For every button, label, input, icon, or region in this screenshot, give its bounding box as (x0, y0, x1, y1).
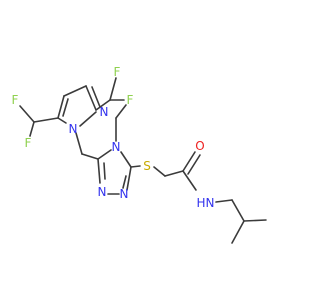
atom-nh-n: N (206, 196, 215, 210)
bond (63, 85, 87, 97)
atom-f4: F (25, 136, 32, 150)
bond (231, 220, 245, 244)
bond (57, 117, 67, 124)
bond (120, 151, 132, 168)
bond (164, 170, 184, 177)
bond (62, 98, 69, 117)
atom-n3: N (112, 140, 121, 154)
bond (95, 99, 111, 111)
bond (33, 117, 59, 123)
bond (97, 158, 101, 184)
atom-n5: N (120, 187, 129, 201)
bond (122, 175, 127, 189)
bond (103, 162, 106, 180)
atom-n2: N (69, 122, 78, 136)
bond (97, 149, 112, 160)
bond (130, 165, 141, 168)
bond (215, 199, 233, 203)
bond (81, 153, 99, 160)
bond (182, 151, 196, 172)
bond (126, 166, 132, 191)
bond (153, 166, 166, 177)
bond (187, 154, 201, 175)
bond (85, 85, 97, 111)
atom-nh-h: H (196, 196, 205, 210)
atom-n4: N (98, 185, 107, 199)
atom-o1: O (195, 139, 204, 153)
bond (29, 121, 35, 137)
bond-layer (19, 77, 267, 244)
bond (231, 199, 245, 222)
atom-f2: F (127, 93, 134, 107)
atom-label-layer: F F F F N N N N N S O N H (12, 65, 215, 210)
bond (91, 86, 101, 108)
bond (57, 95, 65, 119)
bond (79, 111, 97, 127)
bond (75, 132, 83, 155)
molecule-structure: F F F F N N N N N S O N H (12, 65, 267, 244)
atom-n1: N (100, 105, 109, 119)
atom-f1: F (114, 65, 121, 79)
bond (115, 104, 127, 119)
bond (19, 105, 35, 123)
atom-s1: S (143, 159, 151, 173)
bond (109, 77, 117, 101)
bond (182, 170, 197, 191)
atom-f3: F (12, 93, 19, 107)
molecule-canvas: F F F F N N N N N S O N H (12, 65, 267, 244)
bond (243, 219, 267, 222)
